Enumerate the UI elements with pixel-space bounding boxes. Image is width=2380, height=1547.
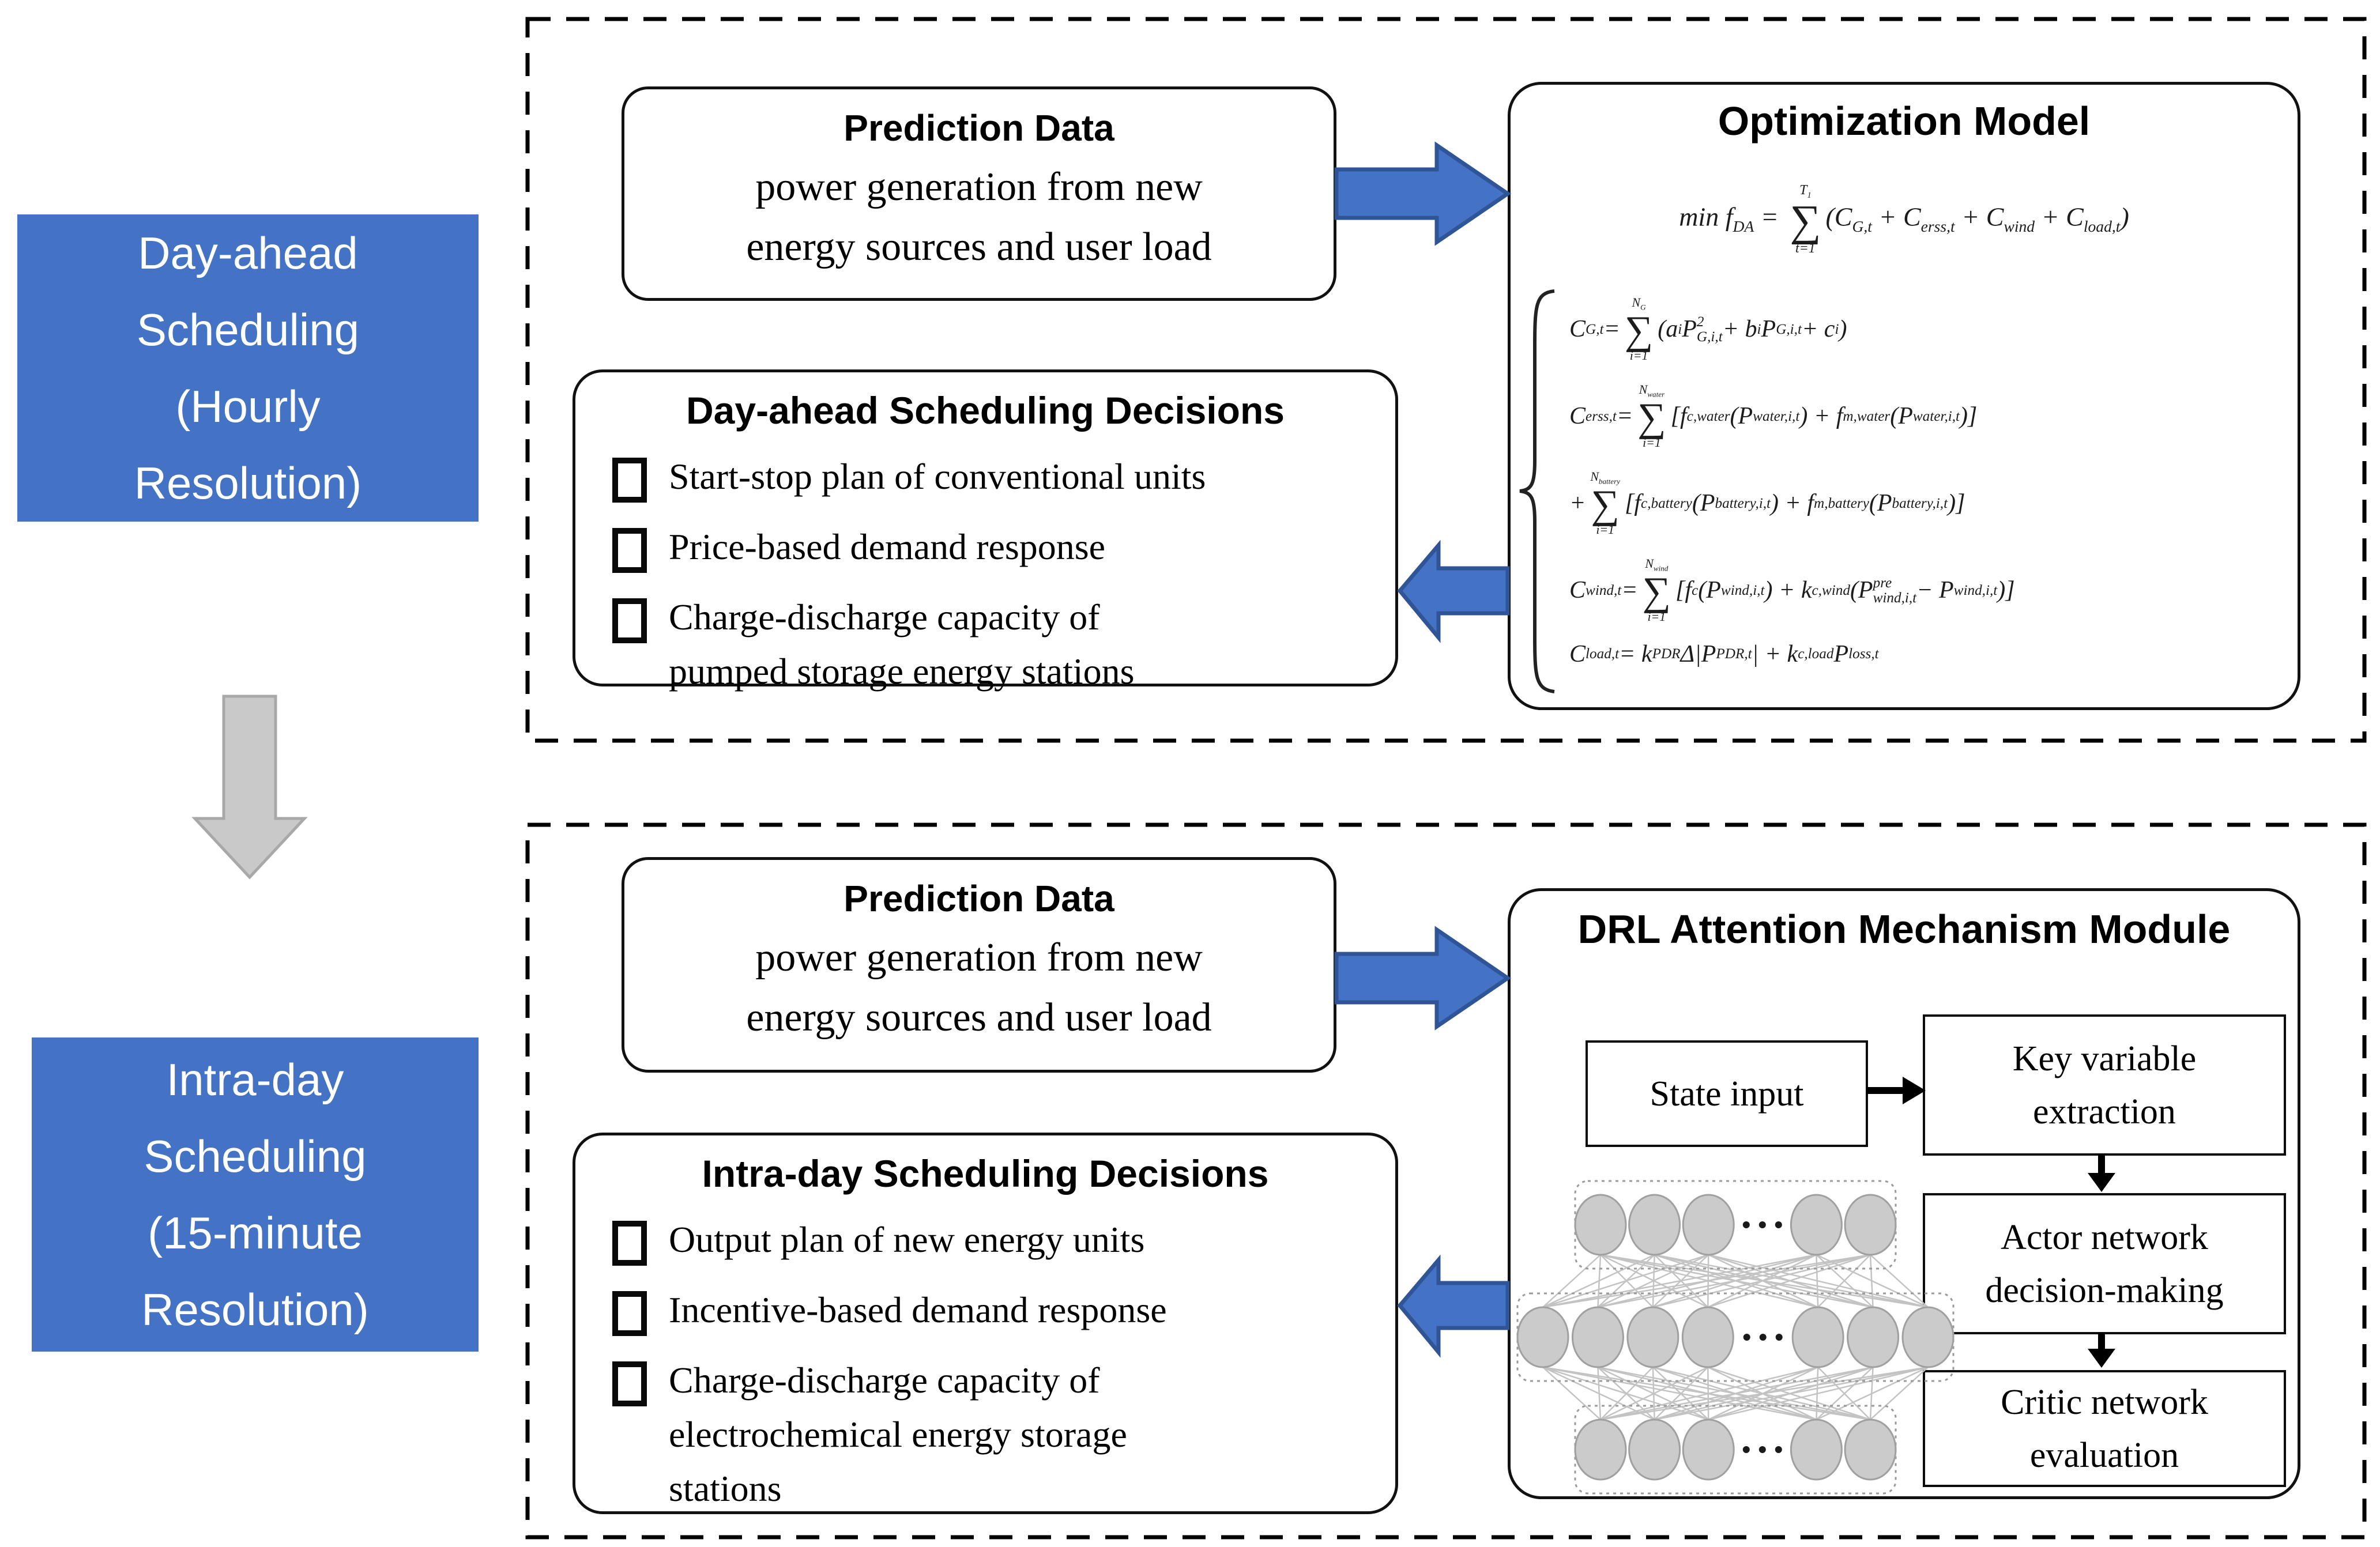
state-input-label: State input	[1650, 1074, 1804, 1114]
checkbox-icon	[612, 1361, 647, 1406]
intra-day-decisions-box: Intra-day Scheduling Decisions Output pl…	[573, 1133, 1398, 1514]
actor-network-line: Actor network	[2001, 1217, 2208, 1257]
right-arrow-icon	[1334, 926, 1512, 1031]
prediction-title: Prediction Data	[843, 878, 1114, 919]
day-ahead-decisions-box: Day-ahead Scheduling Decisions Start-sto…	[573, 369, 1398, 692]
critic-network-line: evaluation	[2029, 1435, 2179, 1475]
prediction-body-line: power generation from new	[755, 165, 1203, 209]
decisions-title: Intra-day Scheduling Decisions	[702, 1152, 1269, 1195]
stage-label-line: Scheduling	[144, 1130, 367, 1182]
key-variable-extraction-box: Key variable extraction	[1923, 1014, 2286, 1156]
decisions-list: Start-stop plan of conventional units Pr…	[575, 450, 1395, 699]
list-item-text: Price-based demand response	[669, 526, 1106, 567]
left-arrow-icon	[1397, 1254, 1510, 1358]
list-item: Charge-discharge capacity of electrochem…	[612, 1353, 1378, 1516]
checkbox-icon	[612, 598, 647, 643]
state-input-box: State input	[1586, 1040, 1868, 1147]
stage-label-line: (15-minute	[148, 1207, 363, 1258]
stage-label-line: Intra-day	[166, 1054, 344, 1105]
day-ahead-prediction-box: Prediction Data power generation from ne…	[622, 86, 1336, 301]
day-ahead-stage-box: Day-ahead Scheduling (Hourly Resolution)	[17, 214, 479, 522]
critic-network-line: Critic network	[2001, 1382, 2208, 1422]
stage-label-line: (Hourly	[175, 380, 321, 432]
left-arrow-icon	[1397, 539, 1510, 643]
list-item-text: pumped storage energy stations	[669, 651, 1135, 692]
decisions-list: Output plan of new energy units Incentiv…	[575, 1213, 1395, 1516]
list-item-text: Charge-discharge capacity of	[669, 1360, 1100, 1401]
stage-label-line: Day-ahead	[138, 227, 358, 278]
stage-label-line: Resolution)	[141, 1284, 369, 1335]
list-item: Output plan of new energy units	[612, 1213, 1378, 1267]
prediction-body: power generation from new energy sources…	[624, 928, 1334, 1048]
down-arrow-icon	[191, 695, 308, 880]
checkbox-icon	[612, 1221, 647, 1266]
prediction-title: Prediction Data	[843, 107, 1114, 149]
list-item: Start-stop plan of conventional units	[612, 450, 1378, 504]
prediction-body-line: energy sources and user load	[746, 995, 1212, 1040]
list-item-text: electrochemical energy storage	[669, 1414, 1127, 1455]
key-variable-line: extraction	[2033, 1092, 2176, 1131]
neural-network-graphic	[1516, 1180, 1955, 1495]
critic-network-box: Critic network evaluation	[1923, 1370, 2286, 1487]
stage-label-line: Resolution)	[134, 457, 362, 508]
checkbox-icon	[612, 1291, 647, 1336]
decisions-title: Day-ahead Scheduling Decisions	[686, 389, 1285, 432]
list-item: Incentive-based demand response	[612, 1283, 1378, 1337]
list-item: Charge-discharge capacity of pumped stor…	[612, 590, 1378, 699]
key-variable-line: Key variable	[2012, 1039, 2197, 1078]
stage-label-line: Scheduling	[137, 304, 359, 355]
optimization-model-title: Optimization Model	[1718, 99, 2091, 144]
right-arrow-icon	[1334, 141, 1512, 246]
prediction-body-line: power generation from new	[755, 935, 1203, 980]
actor-network-line: decision-making	[1985, 1270, 2224, 1310]
list-item-text: Start-stop plan of conventional units	[669, 456, 1206, 497]
list-item: Price-based demand response	[612, 520, 1378, 574]
list-item-text: Output plan of new energy units	[669, 1219, 1145, 1260]
drl-module-title: DRL Attention Mechanism Module	[1577, 907, 2231, 952]
checkbox-icon	[612, 528, 647, 573]
actor-network-box: Actor network decision-making	[1923, 1193, 2286, 1334]
intra-day-prediction-box: Prediction Data power generation from ne…	[622, 857, 1336, 1073]
prediction-body-line: energy sources and user load	[746, 225, 1212, 269]
list-item-text: Charge-discharge capacity of	[669, 597, 1100, 637]
objective-function-formula: min fDA = T1∑t=1(CG,t + Cerss,t + Cwind …	[1679, 183, 2129, 256]
prediction-body: power generation from new energy sources…	[624, 157, 1334, 277]
intra-day-stage-box: Intra-day Scheduling (15-minute Resoluti…	[32, 1037, 479, 1352]
list-item-text: stations	[669, 1468, 782, 1509]
list-item-text: Incentive-based demand response	[669, 1289, 1167, 1330]
checkbox-icon	[612, 458, 647, 503]
